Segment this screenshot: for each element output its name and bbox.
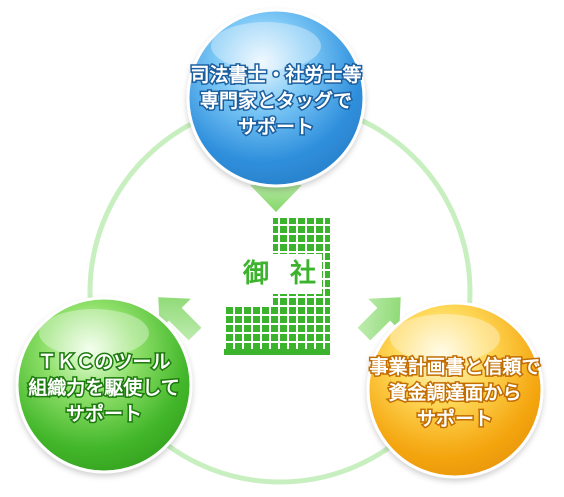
node-top-line-3: サポート (238, 115, 314, 138)
node-right: 事業計画書と信頼で 資金調達面から サポート (366, 301, 544, 479)
building-base (224, 349, 330, 355)
node-left-line-1: ＴＫＣのツール (37, 351, 170, 373)
node-top-line-1: 司法書士・社労士等 (190, 63, 361, 86)
node-top: 司法書士・社労士等 専門家とタッグで サポート (186, 8, 366, 188)
building-annex (224, 306, 273, 349)
node-right-line-2: 資金調達面から (388, 381, 521, 404)
arrow-left-up-right-icon (158, 297, 202, 341)
center-char-1: 御 (242, 258, 269, 289)
center-char-2: 社 (290, 258, 316, 289)
building-icon: 御 社 (224, 218, 330, 355)
node-left: ＴＫＣのツール 組織力を駆使して サポート (15, 296, 193, 474)
node-right-line-3: サポート (417, 407, 493, 430)
node-right-line-1: 事業計画書と信頼で (369, 355, 540, 378)
node-left-line-2: 組織力を駆使して (28, 376, 179, 399)
node-left-line-3: サポート (66, 402, 142, 425)
building-sign (236, 254, 322, 294)
arrow-right-up-left-icon (357, 297, 401, 341)
node-top-line-2: 専門家とタッグで (200, 89, 352, 112)
